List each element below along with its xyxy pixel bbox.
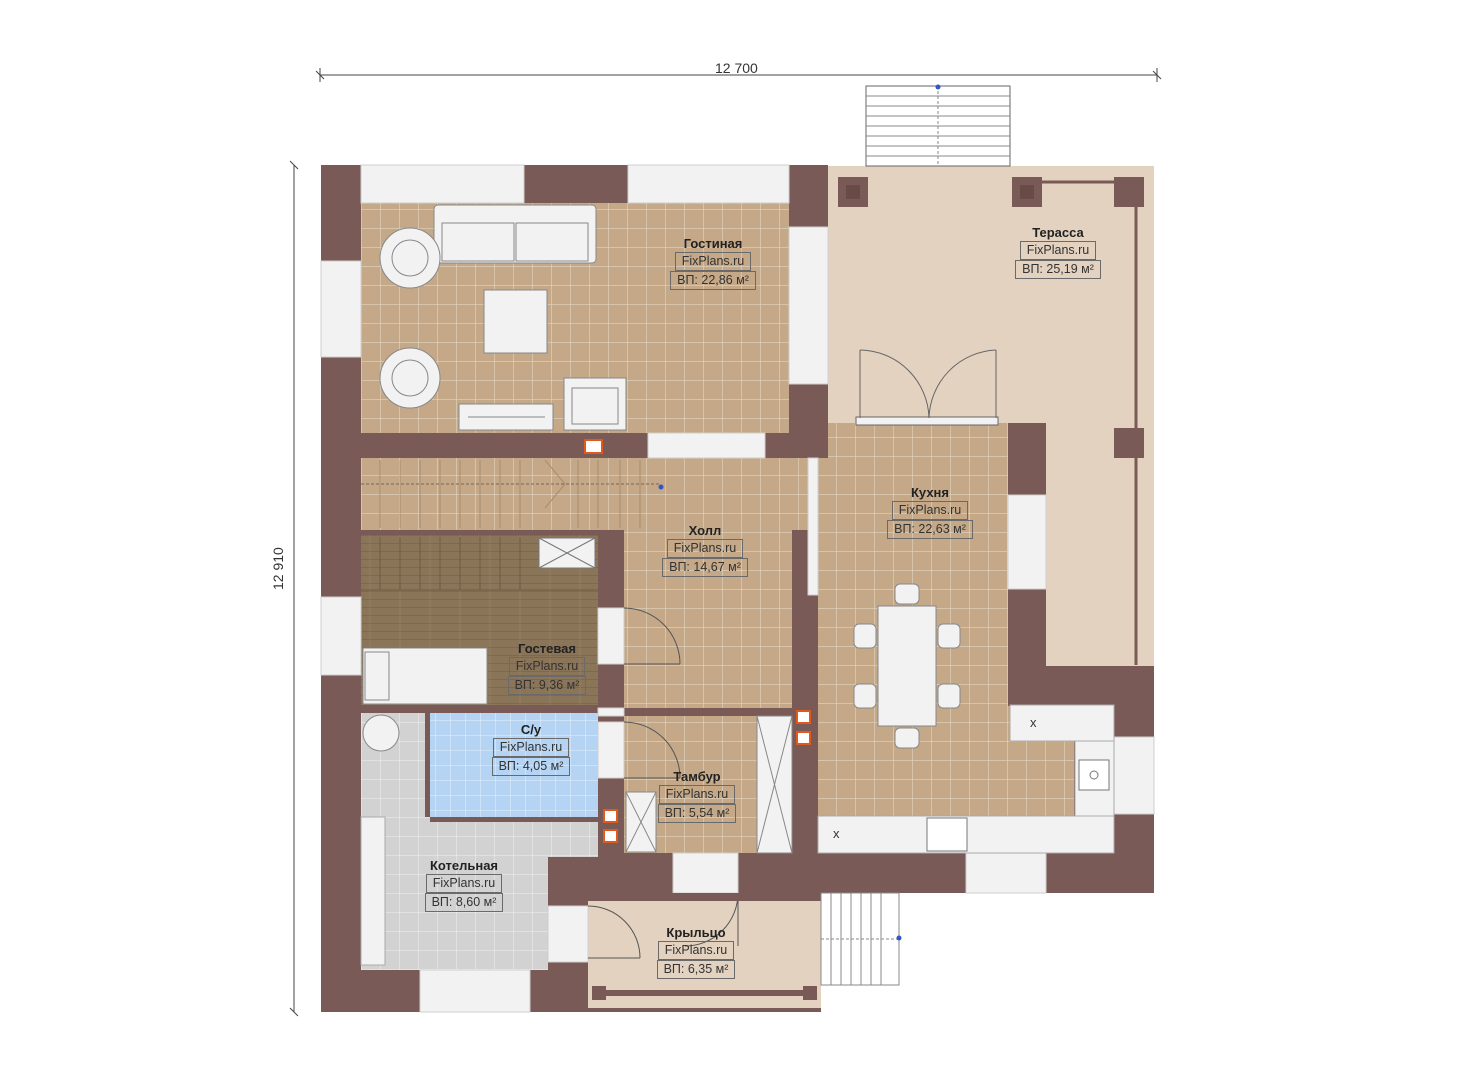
room-site: FixPlans.ru <box>508 657 586 676</box>
wall-hall-kitchen <box>792 595 818 857</box>
room-site: FixPlans.ru <box>657 941 735 960</box>
room-site: FixPlans.ru <box>666 539 744 558</box>
room-name: Кухня <box>911 485 949 500</box>
kitchen-counter <box>817 704 1115 854</box>
terrace-door <box>855 349 999 426</box>
room-label-terrace: Терасса FixPlans.ru ВП: 25,19 м² <box>1008 225 1108 279</box>
room-area: ВП: 5,54 м² <box>657 804 737 823</box>
porch-steps <box>820 892 902 986</box>
room-site: FixPlans.ru <box>891 501 969 520</box>
room-area: ВП: 4,05 м² <box>491 757 571 776</box>
appliance-mark: x <box>1030 715 1037 730</box>
wardrobe <box>756 715 793 854</box>
bed <box>362 647 488 705</box>
room-label-vestibule: Тамбур FixPlans.ru ВП: 5,54 м² <box>647 769 747 823</box>
wall-bath-bottom <box>430 817 598 822</box>
wall-boiler-top <box>548 857 624 893</box>
terrace-column <box>1114 428 1144 458</box>
dimension-height-label: 12 910 <box>270 547 286 590</box>
armchair <box>379 347 441 409</box>
room-name: С/у <box>520 722 542 737</box>
room-area: ВП: 8,60 м² <box>424 893 504 912</box>
terrace-column <box>1114 177 1144 207</box>
shoe-rack <box>625 791 657 853</box>
room-site: FixPlans.ru <box>1019 241 1097 260</box>
windows <box>320 164 1155 1013</box>
dimension-width <box>315 68 1162 82</box>
doors <box>587 607 739 959</box>
room-name: Тамбур <box>673 769 721 784</box>
armchair <box>379 227 441 289</box>
room-site: FixPlans.ru <box>425 874 503 893</box>
shower-box <box>538 537 596 569</box>
dimension-height <box>289 160 299 1017</box>
wall-kitchen-right-3 <box>1008 666 1154 706</box>
appliance-mark: x <box>833 826 840 841</box>
room-label-boiler: Котельная FixPlans.ru ВП: 8,60 м² <box>414 858 514 912</box>
terrace-steps <box>865 84 1011 167</box>
room-area: ВП: 14,67 м² <box>662 558 748 577</box>
room-label-hall: Холл FixPlans.ru ВП: 14,67 м² <box>655 523 755 577</box>
room-name: Холл <box>688 523 722 538</box>
porch-floor <box>588 893 821 1008</box>
fireplace <box>563 377 627 431</box>
wall-guest-top <box>361 530 624 535</box>
room-label-living: Гостиная FixPlans.ru ВП: 22,86 м² <box>663 236 763 290</box>
room-area: ВП: 25,19 м² <box>1015 260 1101 279</box>
room-site: FixPlans.ru <box>658 785 736 804</box>
boiler-tank <box>362 714 400 752</box>
room-name: Гостиная <box>683 236 743 251</box>
room-label-kitchen: Кухня FixPlans.ru ВП: 22,63 м² <box>880 485 980 539</box>
room-site: FixPlans.ru <box>492 738 570 757</box>
coffee-table <box>483 289 548 354</box>
kitchen-bottom <box>818 740 1074 816</box>
sockets <box>584 439 811 843</box>
room-area: ВП: 9,36 м² <box>507 676 587 695</box>
porch-frame <box>588 893 821 1000</box>
boiler-shelf <box>360 816 386 966</box>
dining-table <box>853 583 961 749</box>
room-site: FixPlans.ru <box>674 252 752 271</box>
wall-guest-bath <box>361 705 624 713</box>
sofa <box>433 204 597 264</box>
room-area: ВП: 22,86 м² <box>670 271 756 290</box>
room-area: ВП: 22,63 м² <box>887 520 973 539</box>
room-label-guest: Гостевая FixPlans.ru ВП: 9,36 м² <box>497 641 597 695</box>
dimension-width-label: 12 700 <box>715 60 758 76</box>
room-area: ВП: 6,35 м² <box>656 960 736 979</box>
tv-stand <box>458 403 554 431</box>
stair-under-guest <box>361 537 598 591</box>
room-label-porch: Крыльцо FixPlans.ru ВП: 6,35 м² <box>646 925 746 979</box>
room-name: Терасса <box>1032 225 1084 240</box>
hall-floor-2 <box>624 530 792 708</box>
wall-kitchen-right <box>1008 423 1046 460</box>
wall-vestibule-top <box>624 708 792 716</box>
boiler-floor-2 <box>430 817 598 857</box>
room-label-bath: С/у FixPlans.ru ВП: 4,05 м² <box>481 722 581 776</box>
room-name: Гостевая <box>518 641 576 656</box>
room-name: Крыльцо <box>666 925 726 940</box>
staircase <box>361 459 664 528</box>
hall-floor <box>361 458 809 530</box>
room-name: Котельная <box>429 858 499 873</box>
wall-bath-left <box>425 713 430 817</box>
boiler-floor-3 <box>430 857 548 970</box>
